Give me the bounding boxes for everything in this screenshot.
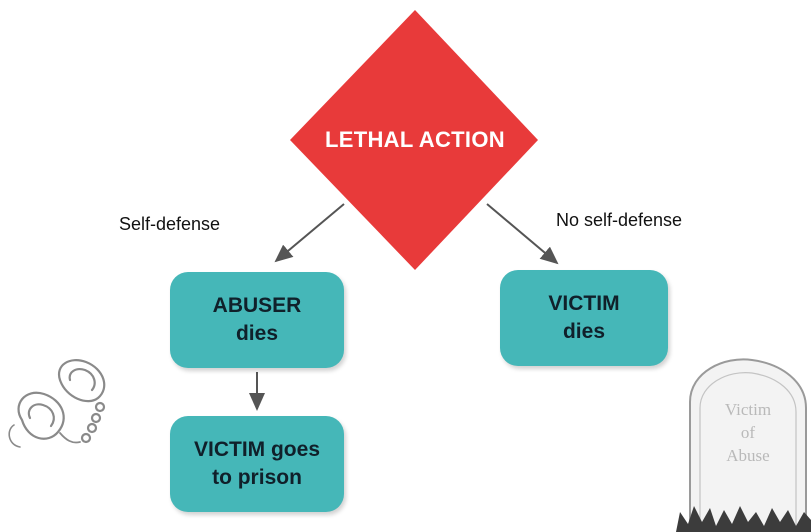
node-victim-prison-line1: VICTIM goes — [193, 438, 320, 461]
arrow-no-self-defense — [486, 203, 559, 265]
node-abuser-dies: ABUSER dies — [170, 272, 344, 368]
decision-diamond — [290, 10, 538, 270]
tombstone-inscription: Victim of Abuse — [700, 398, 796, 467]
edge-label-self-defense: Self-defense — [119, 214, 221, 234]
node-abuser-dies-line1: ABUSER — [212, 294, 302, 317]
tombstone-line1: Victim — [724, 400, 772, 419]
node-victim-dies: VICTIM dies — [500, 270, 668, 366]
node-victim-dies-line1: VICTIM — [548, 292, 620, 315]
tombstone-line3: Abuse — [726, 446, 770, 465]
tombstone-line2: of — [740, 423, 756, 442]
node-victim-dies-line2: dies — [562, 320, 606, 343]
decision-label: LETHAL ACTION — [325, 127, 505, 152]
tombstone-icon — [676, 358, 811, 532]
node-victim-goes-to-prison: VICTIM goes to prison — [170, 416, 344, 512]
arrow-self-defense — [274, 203, 345, 263]
node-abuser-dies-line2: dies — [235, 322, 279, 345]
handcuffs-icon — [8, 359, 106, 448]
node-victim-prison-line2: to prison — [212, 466, 302, 489]
edge-label-no-self-defense: No self-defense — [556, 210, 683, 230]
